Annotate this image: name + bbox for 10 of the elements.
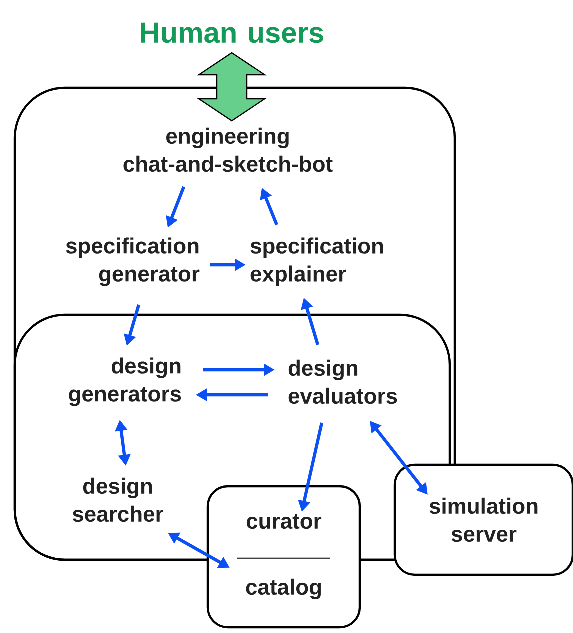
component-label: design searcher bbox=[72, 478, 164, 522]
component-label: design generators bbox=[69, 358, 182, 406]
double-arrow bbox=[197, 52, 267, 122]
heading-label: Human users bbox=[141, 22, 324, 44]
component-box: curator catalog bbox=[206, 485, 362, 629]
component-label: specification generator bbox=[66, 238, 200, 286]
component-label: engineering chat-and-sketch-bot bbox=[124, 128, 333, 172]
component-label: specification explainer bbox=[250, 238, 384, 286]
component-box: simulation server bbox=[394, 464, 573, 576]
component-label: design evaluators bbox=[288, 360, 398, 404]
